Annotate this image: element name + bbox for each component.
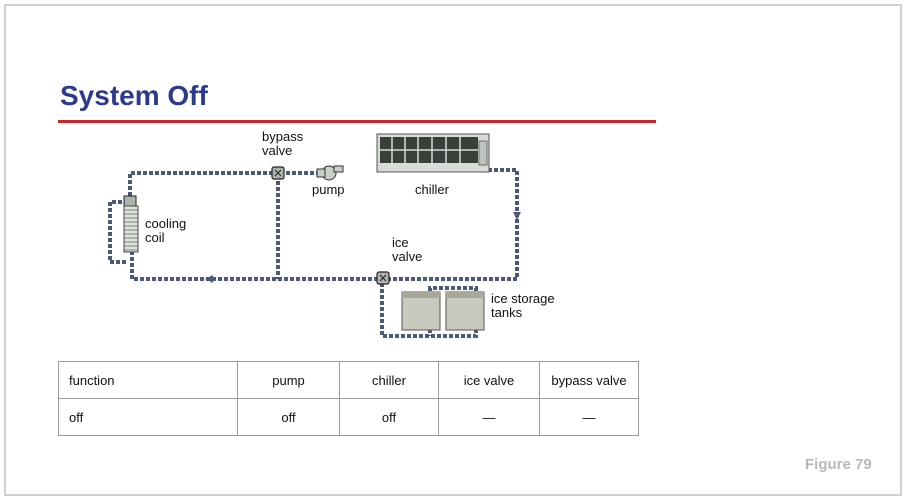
bypass-valve-label-line2: valve <box>262 143 293 158</box>
bypass-valve-label: bypass valve <box>262 130 303 158</box>
header-bypass-valve: bypass valve <box>539 361 639 399</box>
pump-unit <box>316 165 344 181</box>
cell-pump: off <box>237 398 340 436</box>
ice-storage-label-line2: tanks <box>491 305 523 320</box>
bypass-valve-label-line1: bypass <box>262 129 304 144</box>
ice-storage-tank-left <box>401 291 441 331</box>
flow-arrow-right <box>513 212 521 220</box>
ice-valve-label-line2: valve <box>392 249 423 264</box>
pipe-chiller-right <box>388 168 519 281</box>
chiller-label: chiller <box>415 182 449 197</box>
figure-number: Figure 79 <box>805 456 872 473</box>
cell-function: off <box>58 398 238 436</box>
cooling-coil-label-line1: cooling <box>145 216 187 231</box>
ice-storage-label-line1: ice storage <box>491 291 555 306</box>
ice-valve-label-line1: ice <box>392 235 409 250</box>
chiller-unit <box>376 133 490 173</box>
flow-arrow-left <box>205 275 213 283</box>
header-ice-valve: ice valve <box>438 361 540 399</box>
table-row: off off off — — <box>58 398 639 436</box>
state-table: function pump chiller ice valve bypass v… <box>58 361 639 436</box>
pipe-bottom-return <box>130 252 378 281</box>
ice-storage-label: ice storage tanks <box>491 292 555 320</box>
page-title: System Off <box>60 80 208 111</box>
pipe-coil-left <box>108 200 128 264</box>
cell-ice-valve: — <box>438 398 540 436</box>
cell-chiller: off <box>339 398 439 436</box>
cooling-coil-unit <box>123 195 139 253</box>
cooling-coil-label-line2: coil <box>145 230 165 245</box>
title-underline <box>58 120 656 123</box>
header-function: function <box>58 361 238 399</box>
cooling-coil-label: cooling coil <box>145 217 186 245</box>
pump-label: pump <box>312 182 345 197</box>
cell-bypass-valve: — <box>539 398 639 436</box>
ice-valve-label: ice valve <box>392 236 422 264</box>
header-pump: pump <box>237 361 340 399</box>
ice-valve-symbol <box>376 271 390 285</box>
table-header-row: function pump chiller ice valve bypass v… <box>58 361 639 399</box>
header-chiller: chiller <box>339 361 439 399</box>
pipe-top-left <box>128 171 278 196</box>
ice-storage-tank-right <box>445 291 485 331</box>
bypass-valve-symbol <box>271 166 285 180</box>
